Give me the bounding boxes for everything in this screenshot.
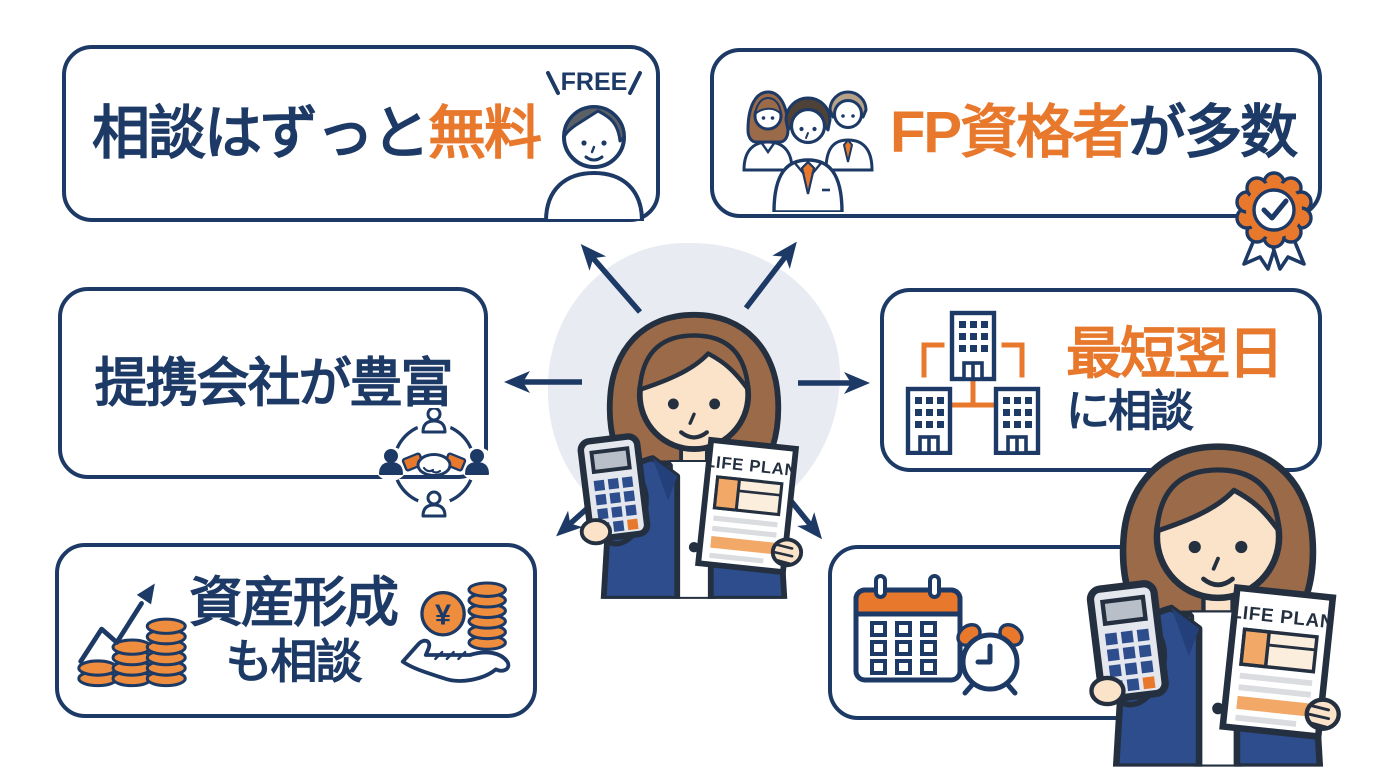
card-fp-text-accent: FP資格者 [890,100,1130,165]
bottom-right-advisor-character [1058,422,1376,768]
free-badge-label: FREE [561,68,628,96]
card-fp-text-main: が多数 [1128,100,1298,165]
growing-coins-chart-icon [77,582,187,687]
hand-holding-yen-icon: ¥ [400,580,511,683]
card-nextday-line2: に相談 [1066,387,1194,436]
free-person-icon: FREE [543,68,645,221]
card-asset-text: 資産形成 も相談 [189,573,399,688]
fp-staff-people-icon [742,90,874,212]
partner-companies-buildings-icon [905,310,1041,455]
card-asset-line2: も相談 [225,635,363,688]
partner-network-handshake-icon [376,408,492,522]
card-fp-text: FP資格者が多数 [890,104,1298,162]
feature-card-free-consultation: 相談はずっと無料 FREE [62,45,660,222]
card-free-text: 相談はずっと無料 [92,104,542,163]
feature-card-next-day: 最短翌日 に相談 [880,288,1322,472]
card-free-text-main: 相談はずっと [92,100,430,166]
yen-symbol: ¥ [435,599,451,631]
feature-card-asset-building: 資産形成 も相談 ¥ [55,543,537,718]
center-advisor-character [552,294,836,599]
feature-card-partners: 提携会社が豊富 [58,287,488,479]
card-free-text-accent: 無料 [428,100,542,166]
card-nextday-line1: 最短翌日 [1066,322,1284,385]
card-nextday-text: 最短翌日 に相談 [1066,322,1284,436]
calendar-clock-icon [853,573,1024,695]
feature-card-fp-qualified: FP資格者が多数 [710,48,1322,218]
certification-badge-icon [1235,171,1313,271]
card-asset-line1: 資産形成 [189,573,399,633]
card-partner-text: 提携会社が豊富 [94,353,454,413]
